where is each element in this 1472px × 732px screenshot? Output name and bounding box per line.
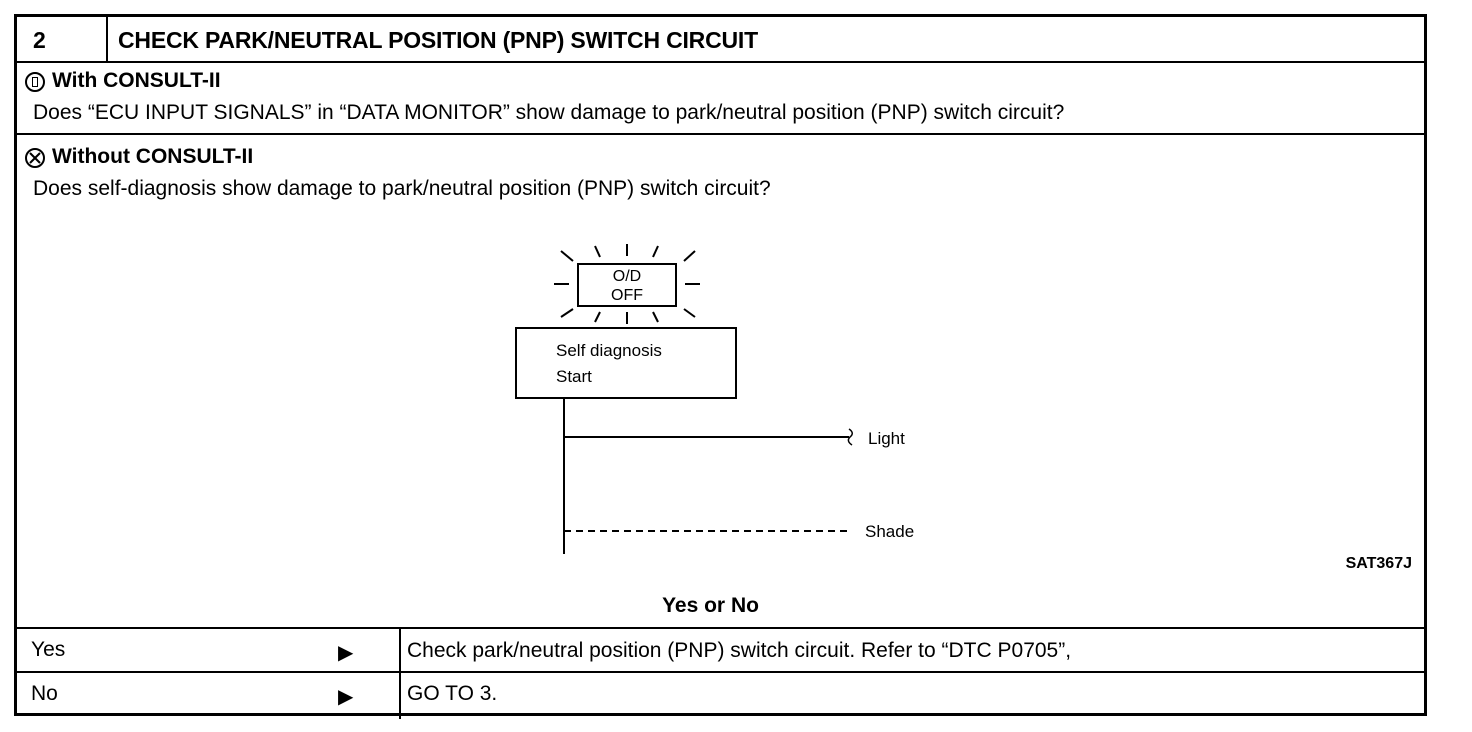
diagnostic-step-table: 2 CHECK PARK/NEUTRAL POSITION (PNP) SWIT… xyxy=(14,14,1427,719)
self-diagnosis-diagram: O/D OFF Self diagnosis Start Light Shade… xyxy=(515,244,1412,572)
no-consult-icon xyxy=(25,148,45,168)
without-consult-question: Does self-diagnosis show damage to park/… xyxy=(33,177,771,200)
self-diagnosis-box xyxy=(515,327,737,399)
light-break-mark xyxy=(847,428,853,446)
step-title: CHECK PARK/NEUTRAL POSITION (PNP) SWITCH… xyxy=(118,27,758,53)
lamp-line2: OFF xyxy=(611,287,643,304)
with-consult-question: Does “ECU INPUT SIGNALS” in “DATA MONITO… xyxy=(33,101,1065,124)
answer-action-no: GO TO 3. xyxy=(407,682,498,705)
lamp-rays xyxy=(554,244,700,324)
arrow-right-icon: ▶ xyxy=(338,686,354,708)
answer-rule-top xyxy=(17,627,1424,629)
yes-or-no-prompt: Yes or No xyxy=(662,594,759,617)
box-line1: Self diagnosis xyxy=(556,341,662,360)
answer-action-yes: Check park/neutral position (PNP) switch… xyxy=(407,639,1072,662)
arrow-right-icon: ▶ xyxy=(338,642,354,664)
box-line2: Start xyxy=(556,367,592,386)
step-number: 2 xyxy=(33,27,46,53)
header-rule xyxy=(17,61,1424,63)
answer-divider xyxy=(399,627,401,719)
lamp-line1: O/D xyxy=(613,268,641,285)
light-label: Light xyxy=(868,429,905,448)
figure-id: SAT367J xyxy=(1346,555,1412,572)
header-divider xyxy=(106,17,108,61)
with-consult-heading: With CONSULT-II xyxy=(52,69,221,92)
consult-tester-icon xyxy=(25,72,45,92)
without-consult-heading: Without CONSULT-II xyxy=(52,145,254,168)
od-off-lamp xyxy=(577,263,677,307)
answer-rule-middle xyxy=(17,671,1424,673)
answer-label-no: No xyxy=(31,682,58,705)
answer-label-yes: Yes xyxy=(31,638,66,661)
section-rule xyxy=(17,133,1424,135)
shade-label: Shade xyxy=(865,522,914,541)
